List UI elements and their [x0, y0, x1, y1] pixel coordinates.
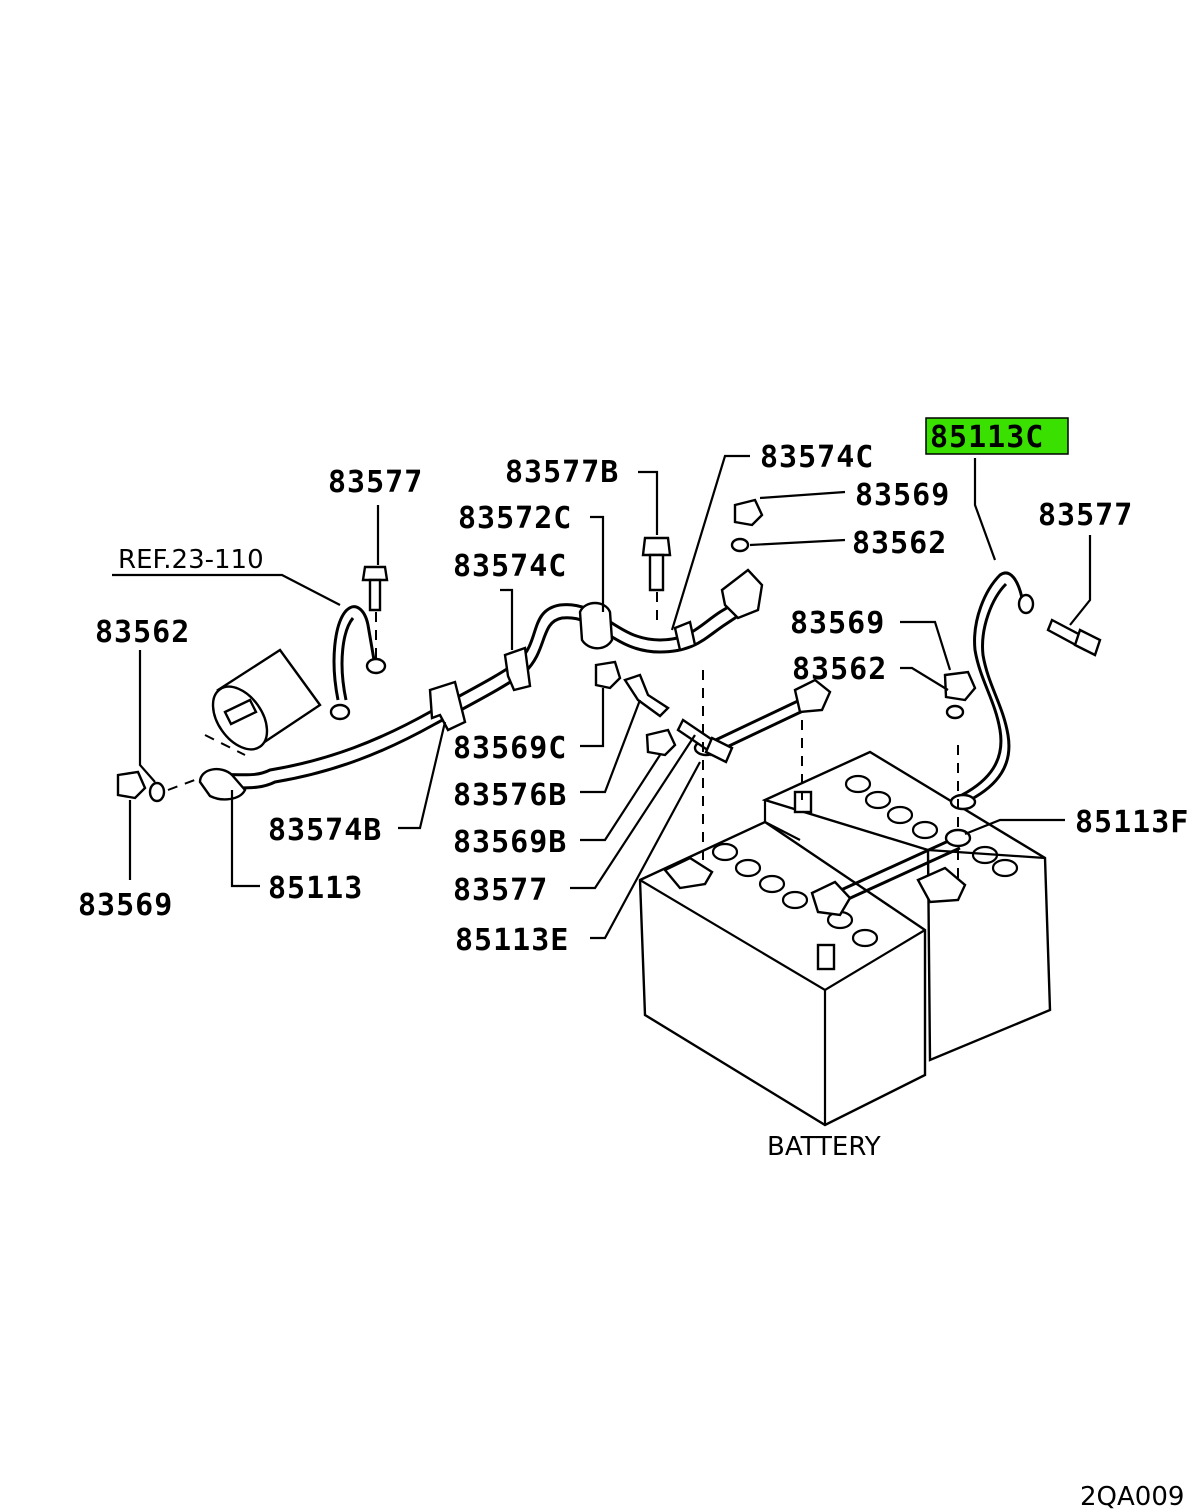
label-85113c[interactable]: 85113C: [930, 420, 1044, 455]
label-83562-left[interactable]: 83562: [95, 615, 190, 650]
highlight-box: [925, 417, 1069, 455]
part-labels: 85113C 83577 83577B 83574C 83569 83562 8…: [78, 420, 1189, 1512]
bolt-83577-right: [1046, 618, 1102, 657]
label-83562-right[interactable]: 83562: [792, 652, 887, 687]
label-83574c-top[interactable]: 83574C: [760, 440, 874, 475]
main-harness: [198, 568, 764, 801]
nut-83569b: [645, 728, 677, 757]
label-83569-right[interactable]: 83569: [790, 606, 885, 641]
label-83577-top[interactable]: 83577: [328, 465, 423, 500]
washer-83562-right: [945, 704, 965, 720]
install-dashes: [167, 592, 959, 880]
bolt-83577b: [641, 536, 672, 592]
label-battery: BATTERY: [767, 1132, 881, 1162]
bracket-83576b: [623, 673, 670, 718]
nut-83569-top: [733, 498, 764, 527]
nut-83569-left: [116, 770, 147, 800]
nut-83569c: [594, 660, 622, 690]
label-ref-23-110[interactable]: REF.23-110: [118, 545, 264, 575]
label-83572c[interactable]: 83572C: [458, 501, 572, 536]
label-85113e[interactable]: 85113E: [455, 923, 569, 958]
filter-canister: [204, 648, 322, 756]
label-85113f[interactable]: 85113F: [1075, 805, 1189, 840]
label-83569b[interactable]: 83569B: [453, 825, 567, 860]
label-83574c-mid[interactable]: 83574C: [453, 549, 567, 584]
label-83569c[interactable]: 83569C: [453, 731, 567, 766]
cable-85113c: [949, 571, 1035, 811]
bolt-83577-top: [361, 565, 389, 612]
ground-strap-ref: [329, 605, 387, 721]
figure-code: 2QA009: [1080, 1482, 1184, 1512]
label-83577-low[interactable]: 83577: [453, 873, 548, 908]
label-83577b[interactable]: 83577B: [505, 455, 619, 490]
bolt-83577-low: [676, 718, 734, 764]
washer-83562-top: [730, 537, 750, 553]
nut-83569-right: [943, 670, 977, 702]
label-83562-top[interactable]: 83562: [852, 526, 947, 561]
label-83569-left[interactable]: 83569: [78, 888, 173, 923]
washer-83562-left: [148, 781, 166, 803]
label-83577-right[interactable]: 83577: [1038, 498, 1133, 533]
cable-85113f: [810, 828, 972, 917]
label-83574b[interactable]: 83574B: [268, 813, 382, 848]
label-85113[interactable]: 85113: [268, 871, 363, 906]
leader-lines: [112, 454, 1092, 940]
label-83576b[interactable]: 83576B: [453, 778, 567, 813]
label-83569-top[interactable]: 83569: [855, 478, 950, 513]
